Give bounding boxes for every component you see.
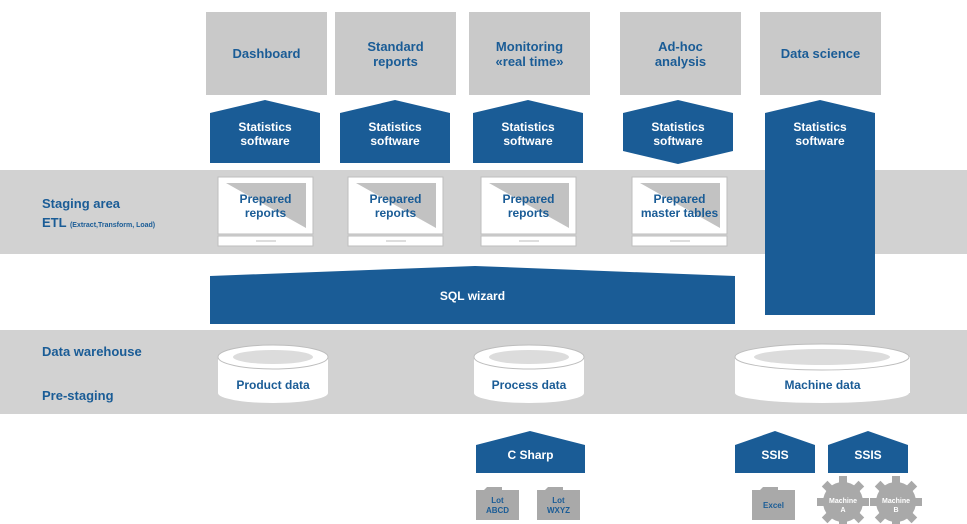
lot-wxyz-label: Lot WXYZ (546, 496, 571, 515)
stats-shape-5 (765, 100, 875, 315)
csharp-label: C Sharp (507, 448, 554, 462)
stats-label-1: Statistics software (238, 120, 292, 148)
folder-icon-lot-abcd (476, 487, 519, 520)
monitor-2 (347, 176, 444, 247)
gear-icon-machine-a (817, 476, 869, 524)
prepared-label-1: Prepared reports (239, 192, 292, 220)
prepared-label-3: Prepared reports (502, 192, 555, 220)
prepared-label-4: Prepared master tables (640, 192, 719, 220)
output-standard-reports: Standard reports (335, 12, 456, 95)
stats-shape-4 (623, 100, 733, 164)
output-monitoring: Monitoring «real time» (469, 12, 590, 95)
ssis-label-2: SSIS (854, 448, 882, 462)
folder-icon-lot-wxyz (537, 487, 580, 520)
stats-label-5: Statistics software (793, 120, 847, 148)
stats-shape-1 (210, 100, 320, 163)
stats-shape-3 (473, 100, 583, 163)
output-adhoc-analysis: Ad-hoc analysis (620, 12, 741, 95)
etl-text: ETL (42, 215, 67, 230)
machine-b-label: Machine B (881, 498, 910, 514)
csharp-shape (476, 431, 585, 473)
sql-wizard-shape (210, 266, 735, 324)
stats-label-4: Statistics software (651, 120, 705, 148)
output-dashboard: Dashboard (206, 12, 327, 95)
db-label-machine: Machine data (784, 378, 861, 392)
folder-icon-excel (752, 487, 795, 520)
excel-label: Excel (763, 500, 784, 510)
ssis-shape-1 (735, 431, 815, 473)
monitor-3 (480, 176, 577, 247)
machine-a-label: Machine A (828, 498, 857, 514)
cylinder-product (217, 344, 329, 403)
cylinder-process (473, 344, 585, 403)
lot-abcd-label: Lot ABCD (485, 496, 510, 515)
sql-wizard-label: SQL wizard (439, 289, 506, 303)
prestaging-title: Pre-staging (42, 388, 114, 403)
db-label-process: Process data (491, 378, 567, 392)
stats-shape-2 (340, 100, 450, 163)
output-data-science: Data science (760, 12, 881, 95)
prepared-label-2: Prepared reports (369, 192, 422, 220)
ssis-shape-2 (828, 431, 908, 473)
stats-label-3: Statistics software (501, 120, 555, 148)
db-label-product: Product data (236, 378, 310, 392)
stats-label-2: Statistics software (368, 120, 422, 148)
etl-detail: (Extract,Transform, Load) (69, 222, 156, 229)
monitor-4 (631, 176, 728, 247)
ssis-label-1: SSIS (761, 448, 789, 462)
etl-label: ETL (Extract,Transform, Load) (42, 215, 155, 230)
staging-title: Staging area (42, 196, 121, 211)
monitor-1 (217, 176, 314, 247)
warehouse-title: Data warehouse (42, 344, 142, 359)
cylinder-machine (734, 343, 910, 403)
